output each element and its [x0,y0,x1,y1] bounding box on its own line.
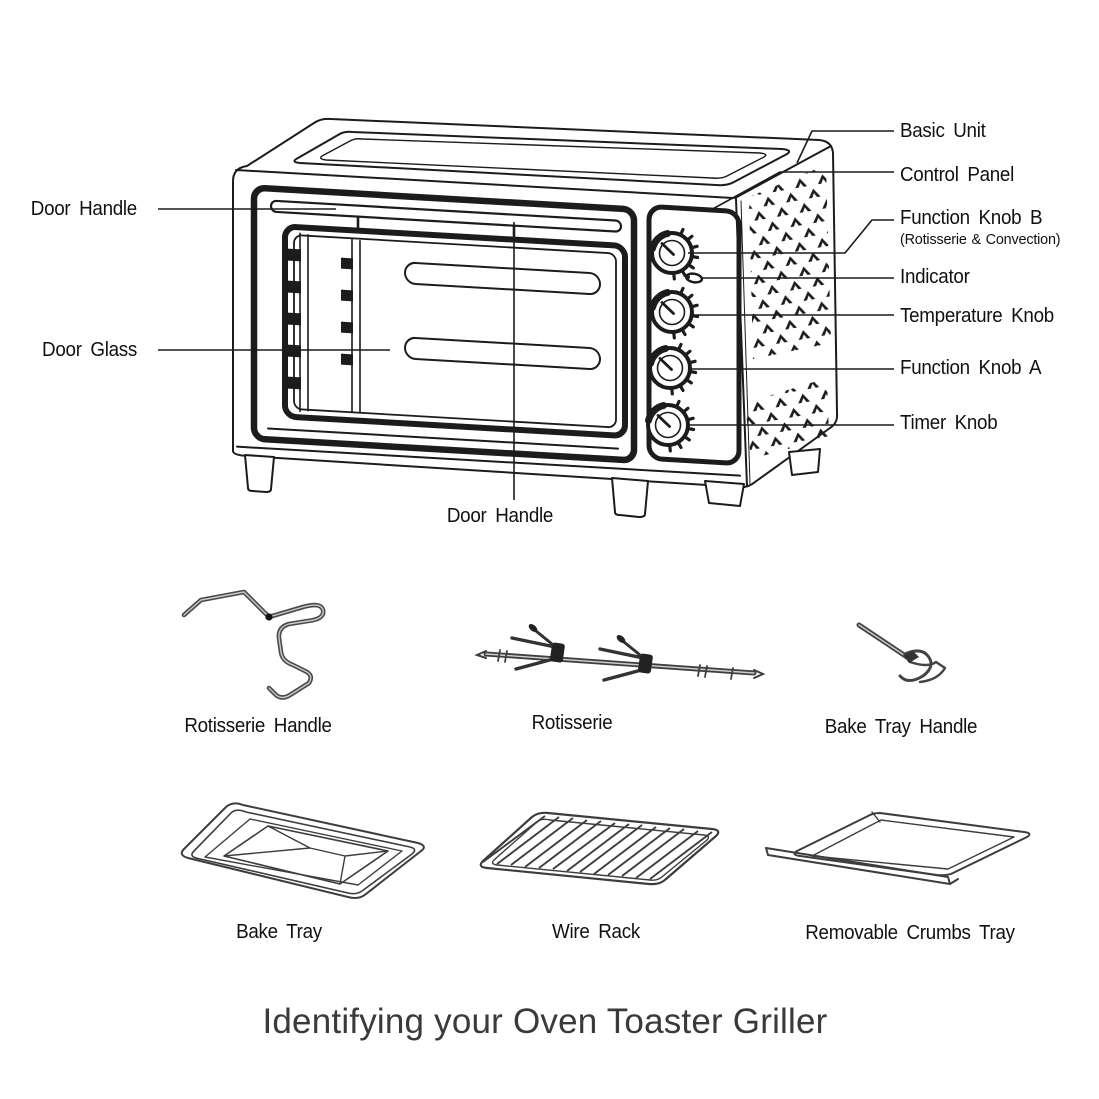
label-indicator: Indicator [900,266,970,288]
oven-drawing [232,117,839,518]
crumbs-tray-drawing [765,811,1031,885]
top-front-edge [235,169,734,199]
base-fold [236,445,741,477]
door-bottom-ledge [267,427,619,450]
label-basic-unit: Basic Unit [900,120,986,142]
label-control-panel: Control Panel [900,164,1015,186]
label-door-handle-left: Door Handle [30,198,138,220]
leader-basic-unit [796,130,894,164]
page-title: Identifying your Oven Toaster Griller [262,1002,828,1041]
label-rotisserie-handle: Rotisserie Handle [184,715,332,737]
label-temperature-knob: Temperature Knob [900,305,1054,327]
label-door-glass: Door Glass [42,339,137,361]
top-panel-outer [293,130,791,187]
top-panel-inner [319,138,767,179]
leader-lines [158,130,894,500]
heating-element-upper [404,261,601,296]
rack-slots [288,248,353,390]
label-bake-tray: Bake Tray [236,921,322,943]
label-door-handle-bottom: Door Handle [446,505,554,527]
bake-tray-handle-drawing [856,622,947,684]
door-glass-frame [282,224,628,439]
label-rotisserie: Rotisserie [531,712,613,734]
label-wire-rack: Wire Rack [552,921,640,943]
bake-tray-drawing [180,802,425,899]
label-function-knob-b-sub: (Rotisserie & Convection) [900,231,1061,248]
door-handle-bar [269,199,623,233]
label-bake-tray-handle: Bake Tray Handle [824,716,978,738]
vent-cluster-upper [749,165,831,359]
label-timer-knob: Timer Knob [900,412,998,434]
label-function-knob-b: Function Knob B [900,207,1043,229]
leader-function-knob-b [688,219,894,254]
door-frame [250,185,638,464]
rotisserie-handle-drawing [181,589,326,700]
control-panel-plate [646,204,742,466]
feet [244,448,821,518]
leader-control-panel [708,171,894,212]
rotisserie-drawing [474,624,766,682]
label-function-knob-a: Function Knob A [900,357,1042,379]
vent-cluster-lower [745,378,829,459]
wire-rack-drawing [479,811,720,886]
label-removable-crumbs-tray: Removable Crumbs Tray [805,922,1015,944]
heating-element-lower [404,336,601,371]
